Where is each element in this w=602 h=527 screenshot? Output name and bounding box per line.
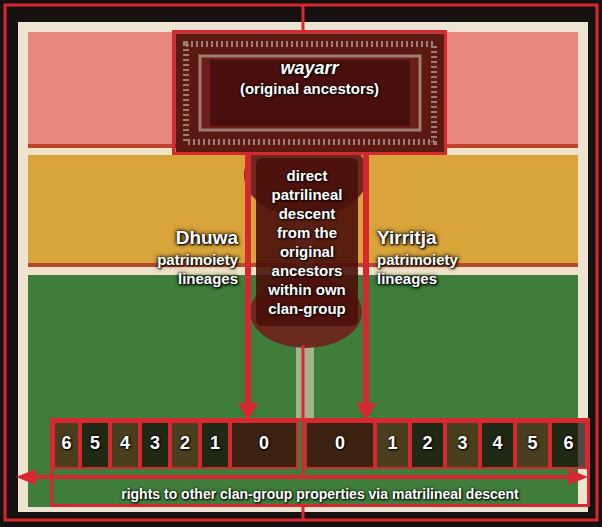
lineage-number: 4 [112,432,138,454]
lineage-box: 2 [170,421,200,469]
descent-arrow [238,155,258,421]
lineage-number: 3 [142,432,168,454]
painting-shape [363,155,369,405]
lineage-number: 1 [377,432,408,454]
lineage-number: 6 [55,432,78,454]
descent-arrow [356,155,376,421]
matrilineal-arrow [34,475,570,479]
moiety-subtitle: patrimoiety lineages [128,250,238,288]
lineage-number: 3 [447,432,478,454]
lineage-number: 5 [517,432,548,454]
lineage-number: 0 [307,432,373,454]
lineage-box: 4 [480,421,515,469]
painting-shape [245,155,251,405]
descent-text: direct patrilineal descent from the orig… [262,166,352,318]
lineage-box: 2 [410,421,445,469]
matrilineal-arrowhead [16,469,36,485]
matrilineal-arrowhead [568,469,588,485]
lineage-number: 4 [482,432,513,454]
moiety-name: Dhuwa [128,226,238,249]
lineage-box: 1 [375,421,410,469]
lineage-box: 5 [80,421,110,469]
lineage-box: 0 [305,421,375,469]
moiety-outline [5,5,597,520]
lineage-frame: rights to other clan-group properties vi… [50,418,590,507]
lineage-box: 5 [515,421,550,469]
moiety-subtitle: patrimoiety lineages [377,250,487,288]
lineage-box: 3 [140,421,170,469]
lineage-number: 2 [172,432,198,454]
matrilineal-text: rights to other clan-group properties vi… [121,486,519,502]
lineage-box: 0 [230,421,298,469]
lineage-number: 5 [82,432,108,454]
descent-box: direct patrilineal descent from the orig… [256,158,358,326]
lineage-box: 3 [445,421,480,469]
moiety-name: Yirritja [377,226,487,249]
lineage-number: 0 [232,432,296,454]
lineage-box: 4 [110,421,140,469]
lineage-box: 6 [53,421,80,469]
ancestor-box: wayarr(original ancestors) [172,30,447,155]
lineage-number: 6 [552,432,585,454]
lineage-box: 1 [200,421,230,469]
ancestor-term: wayarr [280,57,338,79]
ancestor-gloss: (original ancestors) [240,79,379,99]
lineage-number: 1 [202,432,228,454]
lineage-number: 2 [412,432,443,454]
lineage-box: 6 [550,421,587,469]
